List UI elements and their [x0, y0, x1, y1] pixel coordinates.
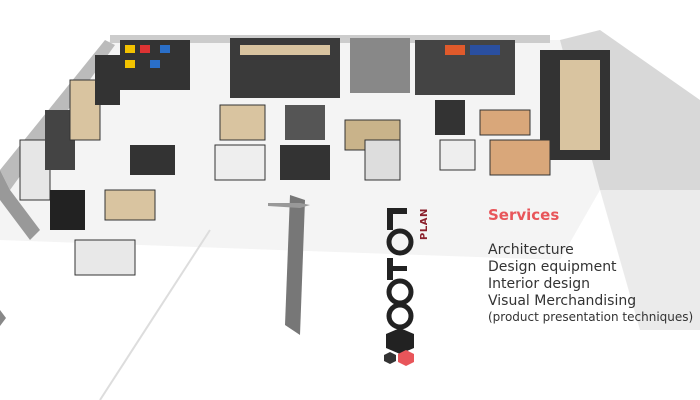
services-title: Services	[488, 206, 560, 224]
service-visual-merchandising: Visual Merchandising	[488, 293, 637, 309]
services-panel: Services Architecture Design equipment I…	[488, 206, 693, 325]
service-interior-design: Interior design	[488, 276, 590, 292]
plan-label: PLAN	[419, 208, 430, 240]
service-note: (product presentation techniques)	[488, 310, 694, 324]
left-shelving	[19, 55, 120, 201]
refeel-logo	[384, 208, 414, 366]
service-design-equipment: Design equipment	[488, 259, 617, 275]
partition-wall	[285, 195, 305, 335]
service-architecture: Architecture	[488, 242, 574, 258]
back-shelving	[120, 38, 610, 160]
floor-fixtures	[50, 100, 551, 276]
